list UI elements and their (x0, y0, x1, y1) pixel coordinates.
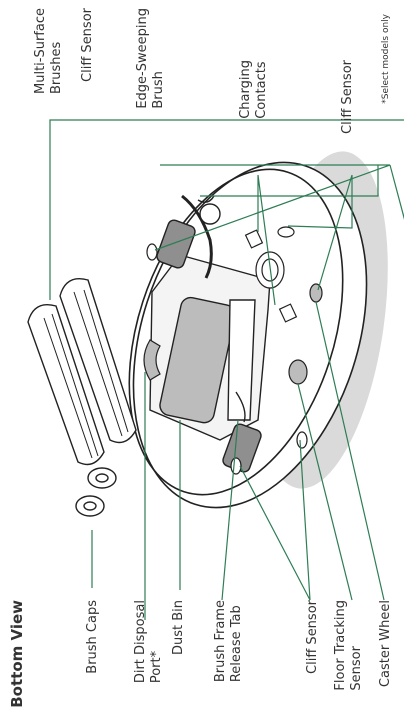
label-brush-frame-release-tab: Brush Frame Release Tab (213, 600, 245, 682)
label-multi-surface-brushes: Multi-Surface Brushes (33, 8, 65, 94)
label-caster-wheel: Caster Wheel (378, 600, 394, 687)
footnote: *Select models only (381, 14, 391, 104)
label-floor-tracking-sensor: Floor Tracking Sensor (333, 600, 365, 691)
brush-caps (76, 468, 116, 516)
multi-surface-brushes (28, 279, 136, 465)
label-cliff-sensor-top-left: Cliff Sensor (80, 8, 96, 82)
label-dirt-disposal-port: Dirt Disposal Port* (133, 600, 165, 683)
label-cliff-sensor-bottom: Cliff Sensor (305, 600, 321, 674)
label-brush-caps: Brush Caps (85, 600, 101, 674)
label-edge-sweeping-brush: Edge-Sweeping Brush (135, 8, 167, 109)
label-cliff-sensor-top-right: Cliff Sensor (340, 60, 356, 134)
label-dust-bin: Dust Bin (171, 600, 187, 655)
page-title: Bottom View (8, 600, 26, 708)
label-charging-contacts: Charging Contacts (238, 60, 270, 119)
brush-frame (150, 255, 270, 440)
